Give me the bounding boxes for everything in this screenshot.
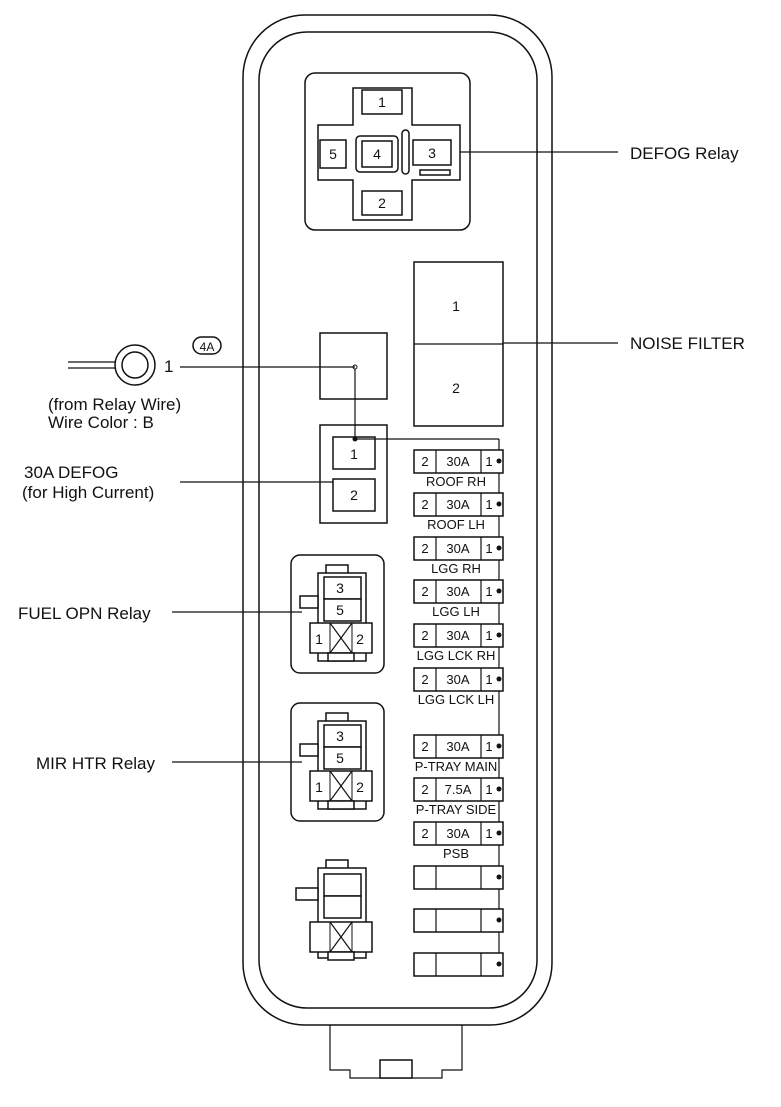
fuse-right-pin: 1 <box>485 739 492 754</box>
fuse-amperage: 30A <box>446 739 469 754</box>
fuse-terminal-dot <box>496 917 502 923</box>
defog-pin-5: 5 <box>329 146 337 162</box>
relay-pin-1: 1 <box>315 779 323 795</box>
fuse-terminal-dot <box>496 632 502 638</box>
fuse-terminal-dot <box>496 676 502 682</box>
fuse-left-pin: 2 <box>421 782 428 797</box>
relay-pin-5: 5 <box>336 602 344 618</box>
fuse-amperage: 30A <box>446 628 469 643</box>
fuse: 2 30A 1P-TRAY MAIN <box>413 734 504 774</box>
fuse-name: ROOF LH <box>427 517 485 532</box>
fuse-terminal-dot <box>496 588 502 594</box>
fuse <box>413 952 504 977</box>
fuse-amperage: 30A <box>446 584 469 599</box>
wire-color-note: Wire Color : B <box>48 413 154 432</box>
fuse-name: LGG LH <box>432 604 480 619</box>
fuse-left-pin: 2 <box>421 739 428 754</box>
fuse: 2 7.5A 1P-TRAY SIDE <box>413 777 504 817</box>
fuse <box>413 908 504 933</box>
relay-pin-2: 2 <box>356 779 364 795</box>
defog-pin-4: 4 <box>373 146 381 162</box>
fuse-right-pin: 1 <box>485 782 492 797</box>
fuse-name: P-TRAY MAIN <box>415 759 498 774</box>
fuse-terminal-dot <box>496 830 502 836</box>
fuse-right-pin: 1 <box>485 628 492 643</box>
fuse-amperage: 30A <box>446 497 469 512</box>
fuse-right-pin: 1 <box>485 672 492 687</box>
spare-relay <box>295 859 373 961</box>
relay-pin-3: 3 <box>336 580 344 596</box>
fuse-terminal-dot <box>496 545 502 551</box>
connector-code-badge <box>192 336 222 355</box>
fuse-left-pin: 2 <box>421 628 428 643</box>
defog-pin-3: 3 <box>428 145 436 161</box>
defog-pin-1: 1 <box>378 94 386 110</box>
fuse-terminal-dot <box>496 743 502 749</box>
noise-filter-pin-2: 2 <box>452 380 460 396</box>
fuse-right-pin: 1 <box>485 454 492 469</box>
fuse-name: ROOF RH <box>426 474 486 489</box>
fuse-amperage: 30A <box>446 541 469 556</box>
fuse-terminal-dot <box>496 786 502 792</box>
fuse-name: LGG LCK RH <box>417 648 496 663</box>
relay-pin-5: 5 <box>336 750 344 766</box>
fuse-name: LGG RH <box>431 561 481 576</box>
fuse <box>413 865 504 890</box>
noise-filter-label: NOISE FILTER <box>630 334 745 353</box>
fuse-terminal-dot <box>496 458 502 464</box>
fuse-terminal-dot <box>496 501 502 507</box>
fuse-name: P-TRAY SIDE <box>416 802 497 817</box>
ground-eyelet <box>68 344 156 386</box>
relay-pin-3: 3 <box>336 728 344 744</box>
connector-pin-number: 1 <box>164 357 173 376</box>
defog-fuse-pin-1: 1 <box>350 446 358 462</box>
fuse-left-pin: 2 <box>421 672 428 687</box>
small-relay: 3 51 2 <box>290 702 385 822</box>
defog-relay-label: DEFOG Relay <box>630 144 739 163</box>
fuse-left-pin: 2 <box>421 826 428 841</box>
fuse-right-pin: 1 <box>485 541 492 556</box>
fuse-amperage: 30A <box>446 826 469 841</box>
relay-pin-1: 1 <box>315 631 323 647</box>
fuse-right-pin: 1 <box>485 584 492 599</box>
fuel-opn-relay-label: FUEL OPN Relay <box>18 604 151 623</box>
fuse-left-pin: 2 <box>421 497 428 512</box>
small-relay: 3 51 2 <box>290 554 385 674</box>
fuse-right-pin: 1 <box>485 497 492 512</box>
defog-fuse-pin-2: 2 <box>350 487 358 503</box>
mir-htr-relay-label: MIR HTR Relay <box>36 754 156 773</box>
defog-fuse-sublabel: (for High Current) <box>22 483 154 502</box>
fuse-left-pin: 2 <box>421 454 428 469</box>
defog-pin-2: 2 <box>378 195 386 211</box>
fuse-amperage: 30A <box>446 672 469 687</box>
fuse-left-pin: 2 <box>421 584 428 599</box>
noise-filter-pin-1: 1 <box>452 298 460 314</box>
noise-filter: 1 2 <box>413 261 504 427</box>
fuse-left-pin: 2 <box>421 541 428 556</box>
relay-wire-note: (from Relay Wire) <box>48 395 181 414</box>
defog-fuse: 1 2 <box>319 424 388 524</box>
fuse-right-pin: 1 <box>485 826 492 841</box>
fuse-terminal-dot <box>496 961 502 967</box>
fuse-amperage: 7.5A <box>445 782 472 797</box>
fuse-amperage: 30A <box>446 454 469 469</box>
callout-lines <box>172 151 618 763</box>
defog-relay: 1 5 4 3 2 <box>304 72 471 231</box>
relay-pin-2: 2 <box>356 631 364 647</box>
defog-fuse-label: 30A DEFOG <box>24 463 118 482</box>
fuse-terminal-dot <box>496 874 502 880</box>
connector-code: 4A <box>200 340 215 354</box>
fuse-name: LGG LCK LH <box>418 692 495 707</box>
fuse-name: PSB <box>443 846 469 861</box>
